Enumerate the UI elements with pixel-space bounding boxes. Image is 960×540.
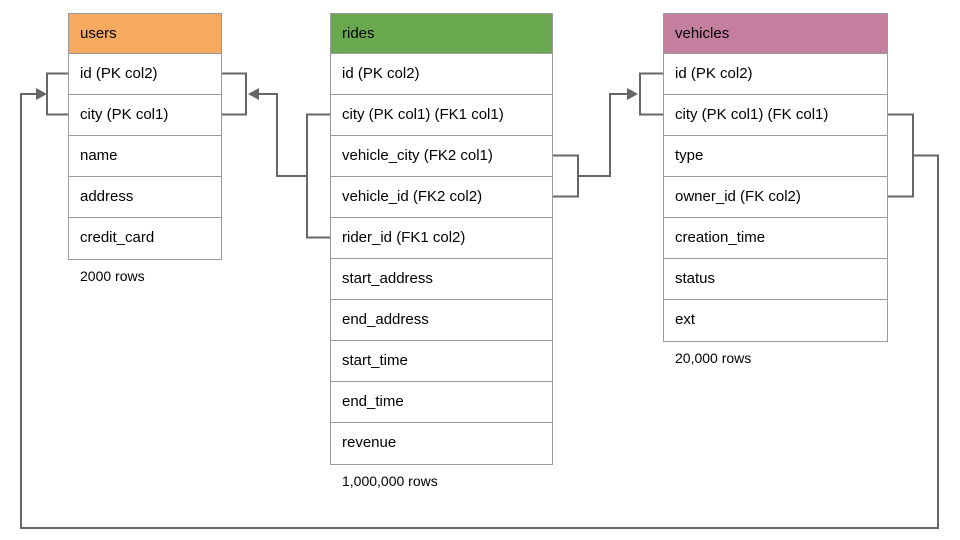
- column-row: id (PK col2): [664, 54, 887, 95]
- table-rides-header: rides: [331, 14, 552, 54]
- column-row: rider_id (FK1 col2): [331, 218, 552, 259]
- vehicles-fk-bracket: [888, 113, 914, 198]
- column-row: name: [69, 136, 221, 177]
- arrowhead-right-icon: [36, 88, 47, 100]
- column-row: type: [664, 136, 887, 177]
- table-vehicles-rowcount: 20,000 rows: [675, 350, 752, 366]
- table-users-rowcount: 2000 rows: [80, 268, 145, 284]
- column-row: vehicle_city (FK2 col1): [331, 136, 552, 177]
- table-vehicles-rows: id (PK col2)city (PK col1) (FK col1)type…: [664, 54, 887, 341]
- column-row: credit_card: [69, 218, 221, 259]
- table-vehicles-header: vehicles: [664, 14, 887, 54]
- arrowhead-left-icon: [248, 88, 259, 100]
- table-rides-rowcount: 1,000,000 rows: [342, 473, 438, 489]
- rides-fk2-bracket: [553, 154, 579, 198]
- column-row: status: [664, 259, 887, 300]
- column-row: vehicle_id (FK2 col2): [331, 177, 552, 218]
- table-rides: rides id (PK col2)city (PK col1) (FK1 co…: [330, 13, 553, 489]
- relationship-rides-to-users: [222, 72, 330, 239]
- rides-fk1-bracket: [306, 113, 330, 239]
- column-row: end_time: [331, 382, 552, 423]
- table-vehicles: vehicles id (PK col2)city (PK col1) (FK …: [663, 13, 888, 366]
- column-row: end_address: [331, 300, 552, 341]
- arrowhead-right-icon: [627, 88, 638, 100]
- table-users-header: users: [69, 14, 221, 54]
- column-row: creation_time: [664, 218, 887, 259]
- column-row: ext: [664, 300, 887, 341]
- column-row: start_time: [331, 341, 552, 382]
- column-row: city (PK col1) (FK1 col1): [331, 95, 552, 136]
- column-row: revenue: [331, 423, 552, 464]
- column-row: address: [69, 177, 221, 218]
- vehicles-left-pk-bracket: [639, 72, 663, 116]
- column-row: city (PK col1): [69, 95, 221, 136]
- column-row: city (PK col1) (FK col1): [664, 95, 887, 136]
- users-left-pk-bracket: [46, 72, 68, 116]
- rides-to-vehicles-line: [578, 93, 627, 177]
- column-row: owner_id (FK col2): [664, 177, 887, 218]
- rides-to-users-line: [259, 93, 307, 177]
- column-row: id (PK col2): [331, 54, 552, 95]
- column-row: id (PK col2): [69, 54, 221, 95]
- relationship-rides-to-vehicles: [553, 72, 663, 198]
- users-right-pk-bracket: [222, 72, 247, 116]
- column-row: start_address: [331, 259, 552, 300]
- table-rides-rows: id (PK col2)city (PK col1) (FK1 col1)veh…: [331, 54, 552, 464]
